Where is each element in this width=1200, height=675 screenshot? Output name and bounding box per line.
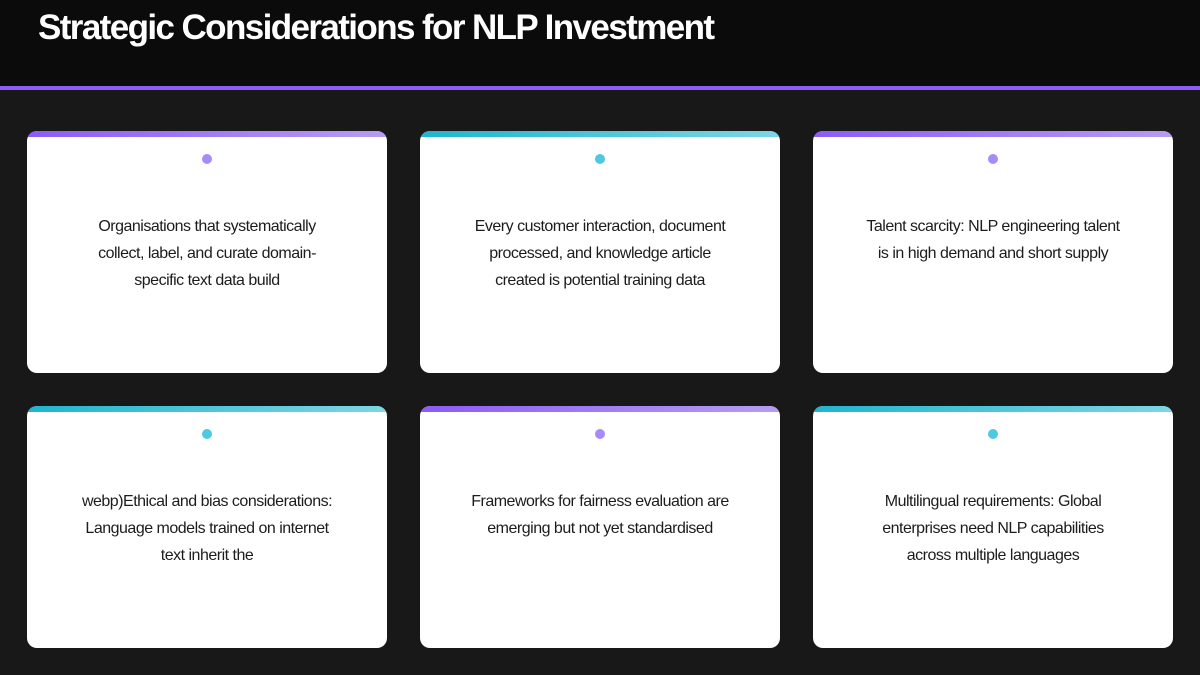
dot-icon [202,154,212,164]
card-accent-bar [420,406,780,412]
slide-header: Strategic Considerations for NLP Investm… [0,0,1200,86]
dot-icon [988,154,998,164]
card-accent-bar [420,131,780,137]
card-text: Talent scarcity: NLP engineering talent … [866,218,1120,262]
card-accent-bar [813,131,1173,137]
consideration-card-4: webp)Ethical and bias considerations: La… [27,406,387,648]
dot-icon [595,429,605,439]
slide-title: Strategic Considerations for NLP Investm… [38,8,715,47]
card-accent-bar [813,406,1173,412]
consideration-card-5: Frameworks for fairness evaluation are e… [420,406,780,648]
consideration-card-3: Talent scarcity: NLP engineering talent … [813,131,1173,373]
consideration-card-1: Organisations that systematically collec… [27,131,387,373]
consideration-card-6: Multilingual requirements: Global enterp… [813,406,1173,648]
card-text: Frameworks for fairness evaluation are e… [471,493,729,537]
card-accent-bar [27,406,387,412]
dot-icon [202,429,212,439]
card-text: Every customer interaction, document pro… [474,218,726,289]
card-accent-bar [27,131,387,137]
card-text: webp)Ethical and bias considerations: La… [81,493,333,564]
dot-icon [988,429,998,439]
card-text: Multilingual requirements: Global enterp… [882,493,1104,564]
dot-icon [595,154,605,164]
consideration-card-2: Every customer interaction, document pro… [420,131,780,373]
header-accent-rule [0,86,1200,90]
card-text: Organisations that systematically collec… [98,218,316,289]
